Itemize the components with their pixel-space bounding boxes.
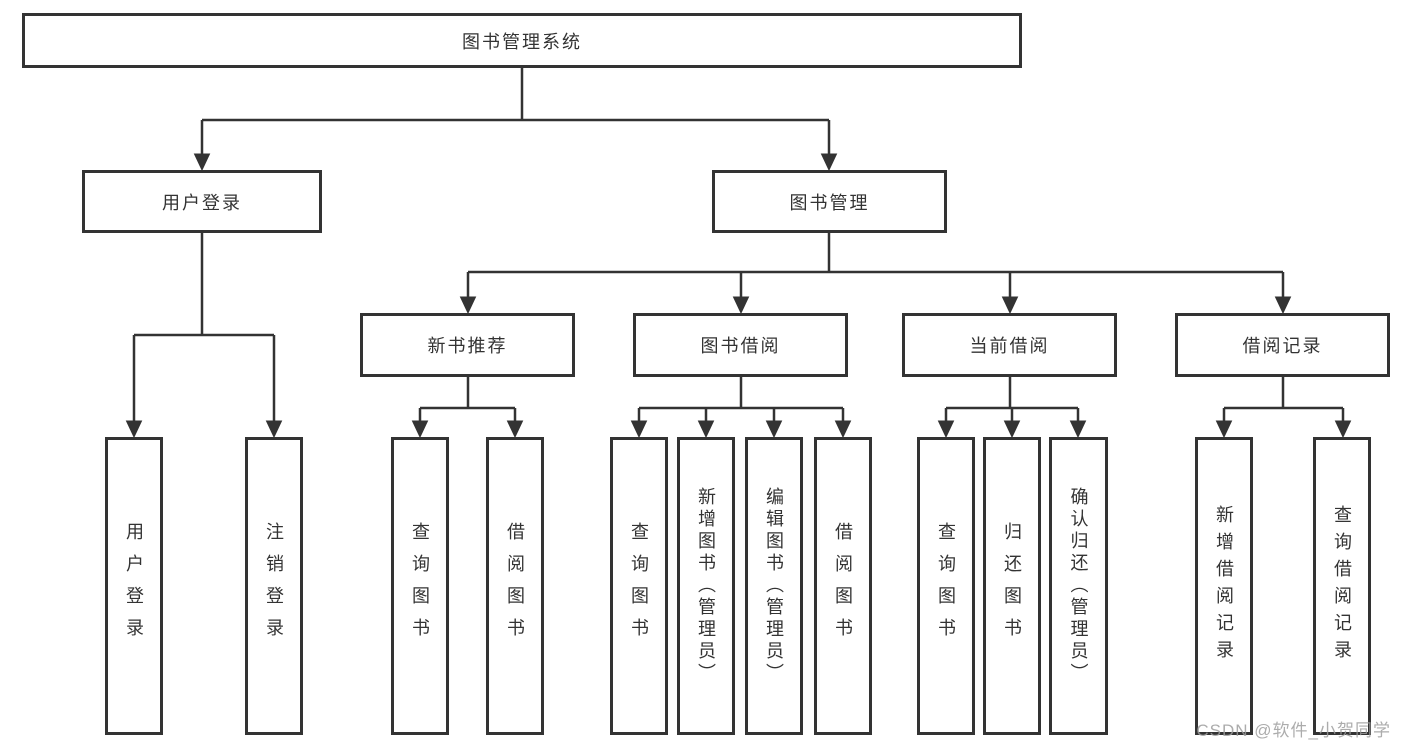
arrow-down-icon <box>125 420 143 439</box>
arrow-down-icon <box>630 420 648 439</box>
node-label: 当前借阅 <box>969 336 1050 356</box>
arrow-down-icon <box>765 420 783 439</box>
book-management-branch-connector <box>459 233 1292 315</box>
node-user-login: 用户登录 <box>82 170 322 233</box>
leaf-user-login: 用户登录 <box>105 437 163 735</box>
book-borrow-branch-connector <box>630 377 852 439</box>
node-label: 用户登录 <box>162 192 242 213</box>
arrow-down-icon <box>820 153 838 172</box>
node-label: 查询图书 <box>629 522 649 650</box>
arrow-down-icon <box>1069 420 1087 439</box>
node-label: 新增图书（管理员） <box>696 487 716 685</box>
node-book-borrow: 图书借阅 <box>633 313 848 377</box>
arrow-down-icon <box>506 420 524 439</box>
leaf-query-borrow-record: 查询借阅记录 <box>1313 437 1371 735</box>
arrow-down-icon <box>1334 420 1352 439</box>
node-label: 图书管理系统 <box>462 31 582 52</box>
csdn-watermark: CSDN @软件_小贺同学 <box>1196 721 1391 740</box>
node-label: 图书借阅 <box>700 336 781 356</box>
leaf-edit-books-admin: 编辑图书（管理员） <box>745 437 803 735</box>
new-book-rec-branch-connector <box>411 377 524 439</box>
leaf-borrow-books: 借阅图书 <box>814 437 872 735</box>
arrow-down-icon <box>1001 296 1019 315</box>
node-borrow-records: 借阅记录 <box>1175 313 1390 377</box>
current-borrow-branch-connector <box>937 377 1087 439</box>
node-current-borrow: 当前借阅 <box>902 313 1117 377</box>
leaf-query-books-rec: 查询图书 <box>391 437 449 735</box>
node-label: 注销登录 <box>264 522 284 650</box>
node-label: 查询借阅记录 <box>1332 505 1352 667</box>
node-label: 借阅图书 <box>505 522 525 650</box>
leaf-add-borrow-record: 新增借阅记录 <box>1195 437 1253 735</box>
leaf-return-books: 归还图书 <box>983 437 1041 735</box>
arrow-down-icon <box>732 296 750 315</box>
node-label: 新书推荐 <box>427 336 508 356</box>
leaf-query-books-borrow: 查询图书 <box>610 437 668 735</box>
arrow-down-icon <box>193 153 211 172</box>
arrow-down-icon <box>697 420 715 439</box>
leaf-add-books-admin: 新增图书（管理员） <box>677 437 735 735</box>
node-label: 图书管理 <box>789 192 870 213</box>
arrow-down-icon <box>1274 296 1292 315</box>
arrow-down-icon <box>265 420 283 439</box>
node-label: 编辑图书（管理员） <box>764 487 784 685</box>
node-label: 借阅记录 <box>1242 336 1323 356</box>
user-login-branch-connector <box>125 233 283 439</box>
borrow-records-branch-connector <box>1215 377 1352 439</box>
node-label: 借阅图书 <box>833 522 853 650</box>
arrow-down-icon <box>937 420 955 439</box>
node-label: 归还图书 <box>1002 522 1022 650</box>
node-label: 用户登录 <box>124 522 144 650</box>
root-to-level2-connector <box>193 68 838 172</box>
node-label: 查询图书 <box>410 522 430 650</box>
node-label: 查询图书 <box>936 522 956 650</box>
arrow-down-icon <box>834 420 852 439</box>
node-label: 新增借阅记录 <box>1214 505 1234 667</box>
node-root-system: 图书管理系统 <box>22 13 1022 68</box>
arrow-down-icon <box>459 296 477 315</box>
arrow-down-icon <box>1215 420 1233 439</box>
leaf-borrow-books-rec: 借阅图书 <box>486 437 544 735</box>
arrow-down-icon <box>1003 420 1021 439</box>
leaf-confirm-return-admin: 确认归还（管理员） <box>1049 437 1108 735</box>
leaf-query-books-current: 查询图书 <box>917 437 975 735</box>
leaf-logout: 注销登录 <box>245 437 303 735</box>
node-label: 确认归还（管理员） <box>1068 487 1089 685</box>
node-new-book-recommend: 新书推荐 <box>360 313 575 377</box>
arrow-down-icon <box>411 420 429 439</box>
node-book-management: 图书管理 <box>712 170 947 233</box>
